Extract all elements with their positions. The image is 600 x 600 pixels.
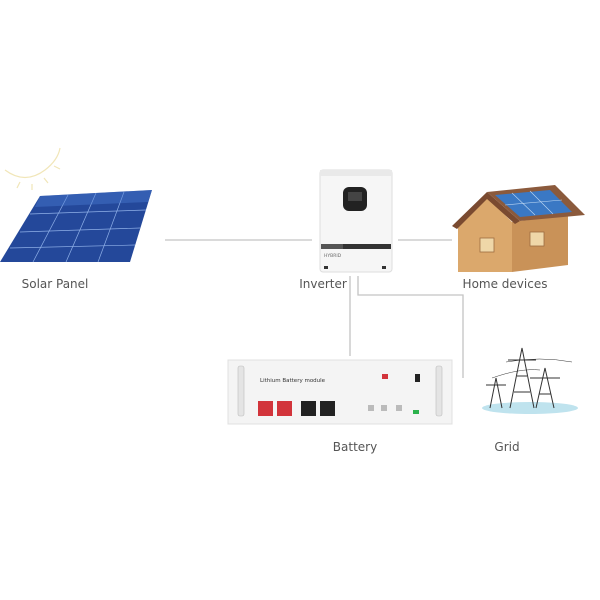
house-icon	[452, 185, 585, 272]
battery-module-icon: Lithium Battery module	[227, 359, 453, 425]
connection-lines	[165, 239, 464, 378]
grid-tower-icon	[482, 347, 578, 414]
label-battery: Battery	[332, 440, 378, 454]
label-grid: Grid	[494, 440, 520, 454]
label-inverter: Inverter	[299, 277, 347, 291]
inverter-brand-text: HYBRID	[324, 253, 342, 259]
label-home-devices: Home devices	[462, 277, 548, 291]
label-solar-panel: Solar Panel	[21, 277, 89, 291]
inverter-icon: HYBRID	[319, 169, 393, 273]
solar-panel-icon	[0, 190, 152, 263]
battery-module-text: Lithium Battery module	[260, 378, 326, 384]
sun-icon	[4, 147, 61, 190]
inverter-to-grid-line	[357, 276, 464, 378]
